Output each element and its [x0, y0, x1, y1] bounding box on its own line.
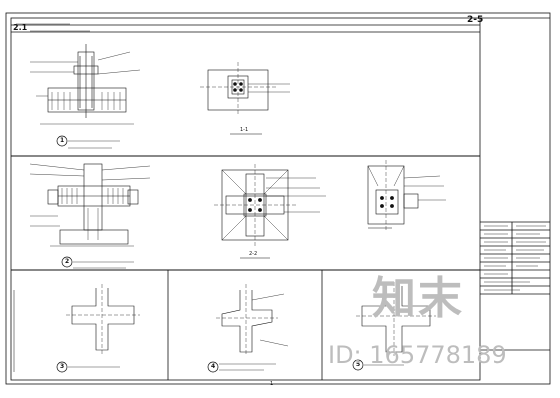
detail-3 [66, 284, 140, 354]
detail-2-elevation [29, 163, 151, 247]
circled-number-4: 4 [211, 363, 216, 370]
detail-5 [356, 282, 436, 356]
detail-4 [216, 284, 289, 356]
watermark-logo: 知末 [372, 273, 464, 324]
circled-number-2: 2 [65, 258, 70, 265]
cut-label-2-2: 2-2 [249, 251, 258, 257]
outer-border [5, 12, 551, 385]
circled-number-1: 1 [60, 137, 65, 144]
circled-number-5: 5 [356, 361, 361, 368]
drawing-border [10, 17, 481, 381]
circled-number-3: 3 [60, 363, 65, 370]
detail-2-2-plan [214, 164, 326, 259]
detail-1-1-plan [200, 62, 290, 135]
cut-label-1-1: 1-1 [240, 127, 249, 133]
bottom-mark: 1 [270, 381, 274, 387]
detail-1-elevation [30, 44, 141, 125]
section-title: 2.1 [13, 23, 28, 32]
detail-section-right [367, 160, 446, 232]
watermark-id: ID: 165778189 [328, 341, 507, 369]
sheet-number: 2-5 [467, 15, 484, 25]
